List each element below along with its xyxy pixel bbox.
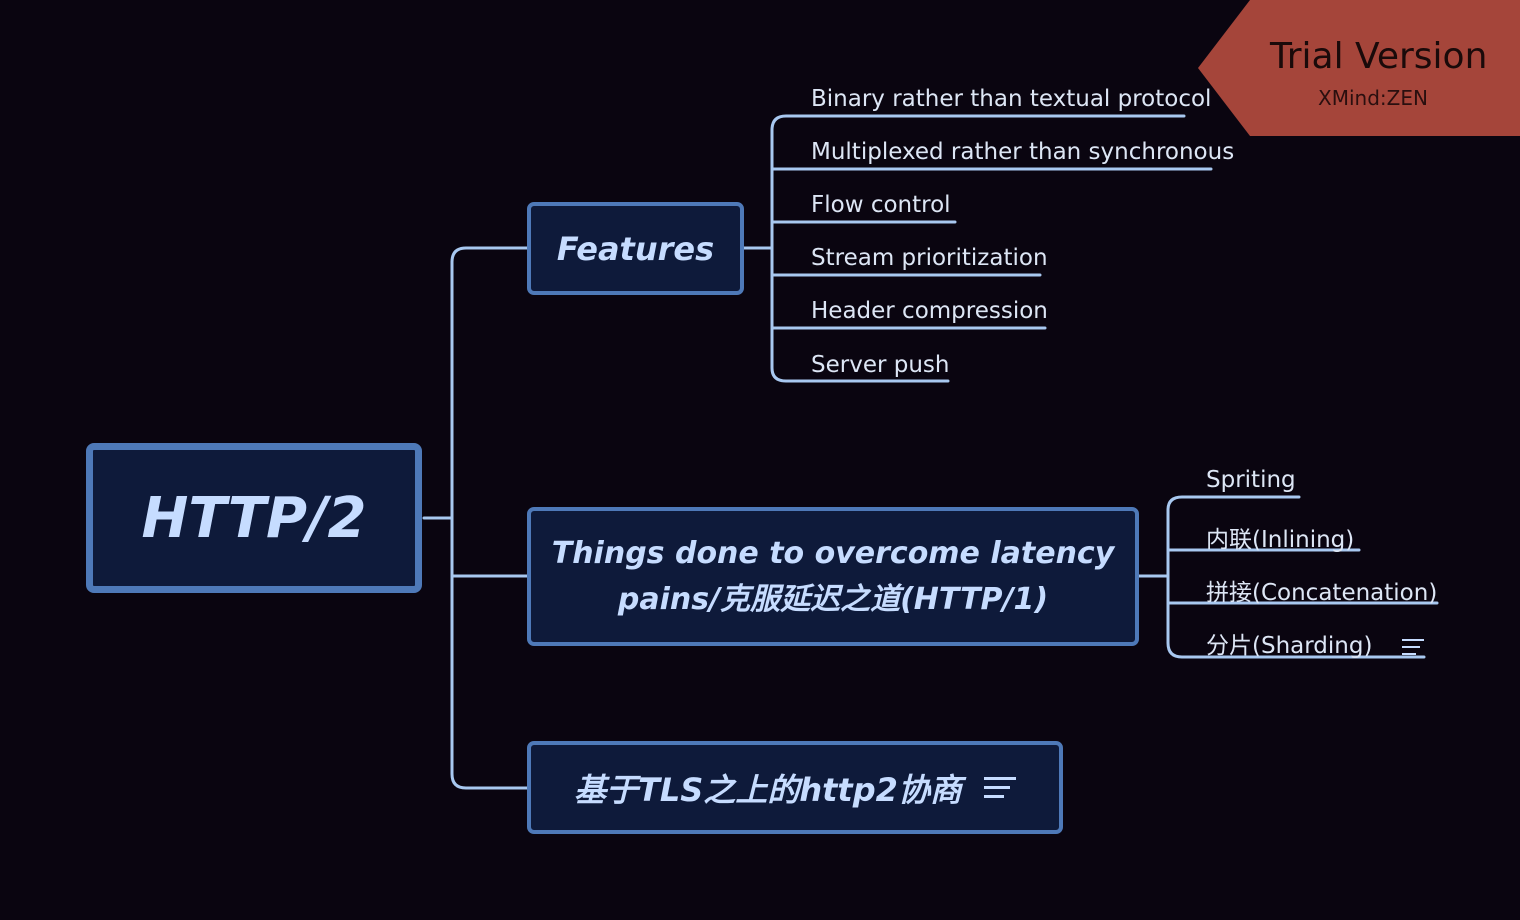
- subtopic-inlining[interactable]: 内联(Inlining): [1206, 527, 1355, 553]
- subtopic-stream-prioritization[interactable]: Stream prioritization: [811, 245, 1048, 271]
- topic-latency-label-line1: Things done to overcome latency: [551, 535, 1115, 571]
- subtopic-sharding[interactable]: 分片(Sharding): [1206, 626, 1424, 660]
- subtopic-spriting[interactable]: Spriting: [1206, 467, 1296, 493]
- subtopic-header-compression[interactable]: Header compression: [811, 298, 1048, 324]
- watermark-title: Trial Version: [1270, 36, 1488, 77]
- subtopic-binary[interactable]: Binary rather than textual protocol: [811, 86, 1212, 112]
- note-icon[interactable]: [1401, 638, 1424, 655]
- topic-latency[interactable]: Things done to overcome latency pains/克服…: [527, 507, 1139, 646]
- topic-features-label: Features: [556, 229, 715, 268]
- watermark-subtitle: XMind:ZEN: [1318, 86, 1428, 110]
- topic-features[interactable]: Features: [527, 202, 744, 295]
- topic-tls[interactable]: 基于TLS之上的http2协商: [527, 741, 1063, 834]
- note-icon[interactable]: [983, 776, 1016, 799]
- subtopic-multiplexed[interactable]: Multiplexed rather than synchronous: [811, 139, 1235, 165]
- subtopic-flow-control[interactable]: Flow control: [811, 192, 951, 218]
- subtopic-concatenation[interactable]: 拼接(Concatenation): [1206, 580, 1438, 606]
- trial-watermark: Trial Version XMind:ZEN: [1198, 0, 1520, 136]
- subtopic-server-push[interactable]: Server push: [811, 352, 950, 378]
- topic-tls-label: 基于TLS之上的http2协商: [574, 770, 962, 809]
- root-topic-label: HTTP/2: [141, 485, 367, 551]
- root-topic[interactable]: HTTP/2: [86, 443, 422, 593]
- subtopic-sharding-label: 分片(Sharding): [1206, 633, 1373, 659]
- topic-latency-label-line2: pains/克服延迟之道(HTTP/1): [617, 581, 1049, 617]
